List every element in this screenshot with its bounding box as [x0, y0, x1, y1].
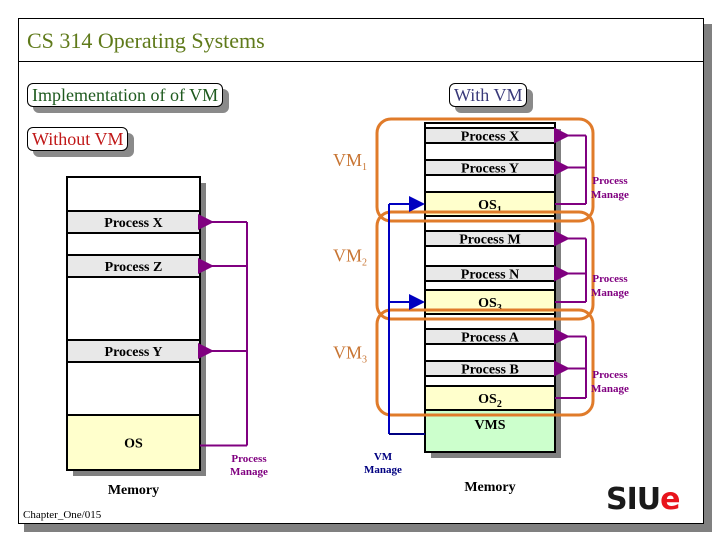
slide-title: CS 314 Operating Systems	[27, 28, 265, 53]
process-block-label: Process X	[104, 216, 162, 231]
os-block-label: OS2	[478, 392, 502, 410]
vm-label: VM1	[333, 150, 367, 173]
process-manage-label: Process	[592, 273, 628, 285]
memory-block-free	[66, 276, 201, 341]
implementation-callout: Implementation of of VM	[27, 83, 224, 107]
vms-block-label: VMS	[474, 418, 505, 433]
with-vm-callout: With VM	[449, 83, 528, 107]
logo-accent: e	[660, 482, 680, 517]
process-manage-label: Process	[231, 453, 267, 465]
memory-label: Memory	[108, 483, 159, 498]
process-block-label: Process A	[461, 331, 520, 346]
without-vm-callout: Without VM	[27, 127, 129, 151]
memory-block-free	[66, 232, 201, 256]
process-manage-label: Process	[592, 175, 628, 187]
process-manage-label: Manage	[591, 383, 629, 395]
with-vm-label: With VM	[454, 85, 523, 105]
process-manage-label: Manage	[230, 466, 268, 478]
vm-bracket	[375, 308, 595, 417]
memory-block-free	[424, 215, 556, 232]
process-block-label: Process M	[459, 233, 521, 248]
memory-block-free	[66, 176, 201, 212]
process-manage-label: Manage	[591, 287, 629, 299]
memory-block-free	[424, 343, 556, 362]
process-block-label: Process N	[461, 268, 519, 283]
without-vm-label: Without VM	[32, 129, 124, 149]
process-block-label: Process Y	[461, 162, 519, 177]
os-block-label: OS	[124, 437, 143, 452]
vm-manage-label: VM	[374, 451, 393, 463]
memory-block-free	[424, 174, 556, 193]
title-bar: CS 314 Operating Systems	[19, 19, 703, 62]
process-manage-label: Manage	[591, 189, 629, 201]
process-block-label: Process X	[461, 130, 519, 145]
slide-footer: Chapter_One/015	[23, 509, 102, 521]
memory-label: Memory	[464, 480, 515, 495]
siue-logo: SIUe	[606, 482, 681, 517]
vm-bracket	[375, 210, 595, 321]
vm-manage-label: Manage	[364, 464, 402, 476]
process-block-label: Process Y	[105, 345, 163, 360]
memory-block-free	[424, 142, 556, 161]
vm-bracket	[375, 117, 595, 223]
memory-block-free	[424, 245, 556, 267]
memory-block-os	[66, 414, 201, 471]
logo-main: SIU	[606, 482, 661, 517]
vm-label: VM3	[333, 343, 367, 366]
memory-block-free	[424, 375, 556, 387]
memory-block-free	[424, 313, 556, 330]
process-block-label: Process B	[461, 363, 519, 378]
memory-block-free	[424, 280, 556, 291]
process-block-label: Process Z	[105, 260, 163, 275]
vms-block	[424, 409, 556, 453]
memory-block-free	[66, 361, 201, 416]
vm-label: VM2	[333, 246, 367, 269]
process-manage-label: Process	[592, 369, 628, 381]
implementation-label: Implementation of of VM	[32, 85, 219, 105]
without-vm-memory-stack: Process X Process Z Process Y OS ProcessMana…	[66, 176, 268, 498]
